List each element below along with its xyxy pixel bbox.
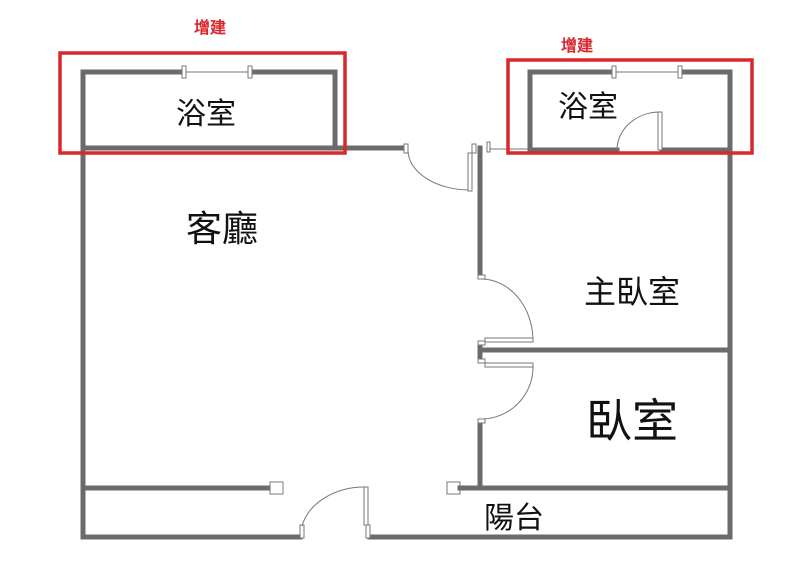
living-room-door <box>403 143 473 192</box>
addition-box-left <box>58 51 347 155</box>
bedroom-doors <box>477 274 534 424</box>
room-label-bath-right: 浴室 <box>558 90 618 125</box>
room-label-bedroom: 臥室 <box>586 394 678 448</box>
room-label-balcony: 陽台 <box>484 501 544 536</box>
addition-label-right: 增建 <box>561 36 593 55</box>
addition-box-right <box>506 58 754 155</box>
balcony-walls <box>80 481 733 540</box>
addition-label-left: 增建 <box>194 18 226 37</box>
room-label-bath-left: 浴室 <box>176 97 236 132</box>
bathroom-left-walls <box>80 65 407 540</box>
room-label-master-bedroom: 主臥室 <box>584 273 680 311</box>
room-label-living: 客廳 <box>186 209 258 250</box>
bathroom-right-walls <box>527 65 733 491</box>
partition-walls <box>471 141 733 491</box>
